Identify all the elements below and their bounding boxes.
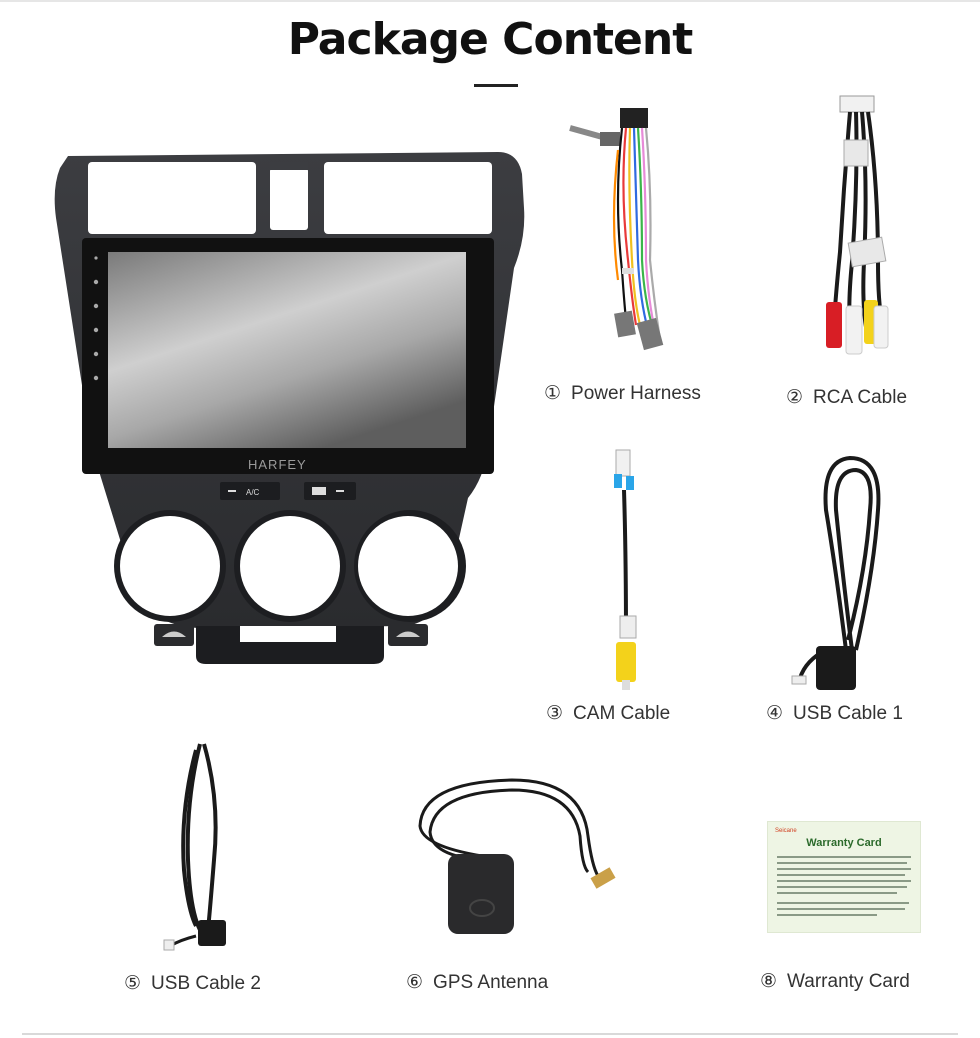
gps-antenna-image — [418, 778, 616, 934]
ac-label: A/C — [246, 488, 260, 497]
rca-cable-image — [826, 95, 889, 355]
page-title: Package Content — [287, 14, 694, 65]
head-unit-image: A/C — [54, 152, 525, 664]
cam-cable-image — [614, 449, 637, 690]
top-divider — [0, 0, 980, 2]
usb-cable-2-image — [163, 743, 226, 951]
usb-cable-1-image — [791, 455, 881, 690]
bottom-divider — [22, 1033, 958, 1035]
warranty-card-brand: Seicane — [775, 828, 797, 834]
power-harness-image — [569, 108, 664, 351]
title-underline — [474, 84, 518, 87]
warranty-card-image: Seicane Warranty Card — [768, 822, 920, 932]
warranty-card-title: Warranty Card — [806, 837, 882, 849]
head-unit-brand: Harfey — [248, 457, 307, 472]
